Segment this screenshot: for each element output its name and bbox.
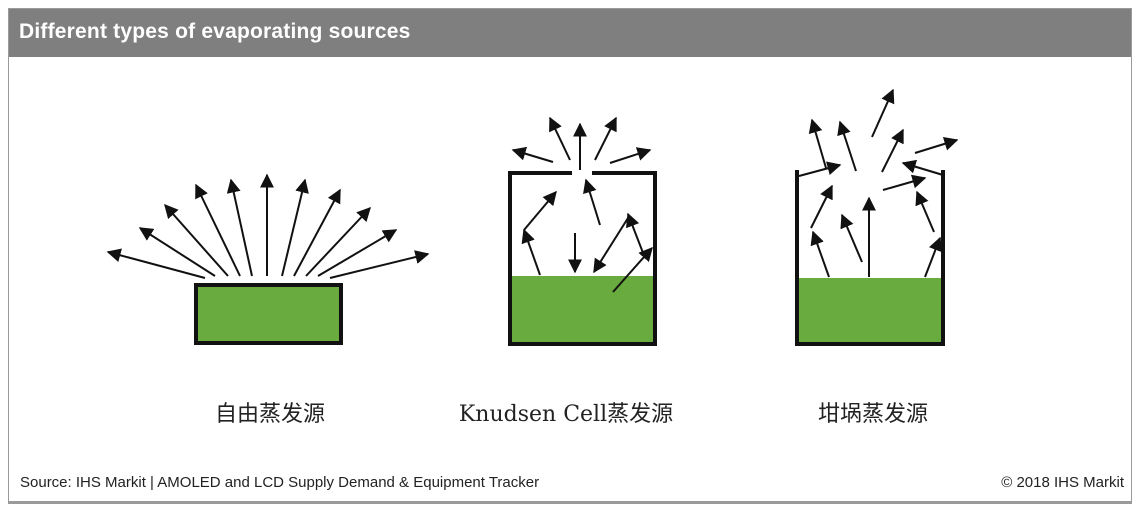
knudsen-cell-source xyxy=(508,116,657,346)
figure-title: Different types of evaporating sources xyxy=(19,20,411,43)
free-evaporation-source xyxy=(106,173,430,345)
vapor-arrows xyxy=(106,173,430,279)
source-note: Source: IHS Markit | AMOLED and LCD Supp… xyxy=(20,474,540,491)
material-fill xyxy=(797,278,943,344)
knudsen-cell-container xyxy=(508,171,657,346)
figure-header: Different types of evaporating sources xyxy=(9,9,1131,57)
knudsen-cell-label: Knudsen Cell蒸发源 xyxy=(458,402,674,427)
free-evaporation-label: 自由蒸发源 xyxy=(214,402,326,427)
vapor-arrows xyxy=(511,116,653,293)
crucible-container xyxy=(795,170,945,346)
copyright-note: © 2018 IHS Markit xyxy=(1001,474,1124,491)
crucible-source xyxy=(795,88,959,346)
crucible-label: 坩埚蒸发源 xyxy=(817,402,929,427)
vapor-arrows xyxy=(798,88,959,278)
open-boat-container xyxy=(194,283,343,345)
material-fill xyxy=(510,276,655,344)
